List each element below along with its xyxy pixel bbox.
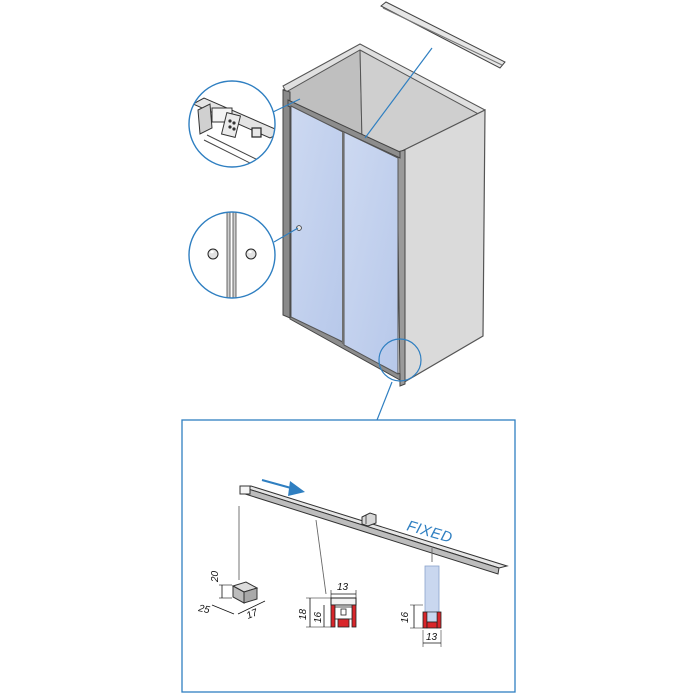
dim-25: 25 bbox=[196, 603, 211, 616]
door-knob-icon bbox=[296, 225, 302, 231]
dim-16-right: 16 bbox=[400, 611, 411, 623]
slide-direction-arrow bbox=[261, 479, 305, 496]
dim-20: 20 bbox=[210, 570, 221, 583]
dim-16-left: 16 bbox=[313, 611, 324, 623]
top-rail-profile bbox=[380, 1, 506, 69]
dim-17: 17 bbox=[245, 607, 260, 622]
corner-bracket-detail bbox=[188, 80, 276, 168]
door-knob-detail bbox=[188, 211, 276, 299]
dim-13-top: 13 bbox=[337, 582, 349, 593]
end-stop-block bbox=[211, 581, 266, 615]
glass-seal-cross-section bbox=[410, 565, 442, 647]
dim-13-bottom: 13 bbox=[426, 632, 438, 643]
shower-enclosure bbox=[282, 43, 486, 387]
glass-panel-right bbox=[343, 131, 399, 375]
bottom-guide-detail: FIXED 20 25 17 bbox=[181, 419, 516, 693]
glass-panel-left bbox=[290, 105, 344, 343]
bottom-guide-marker bbox=[378, 338, 422, 382]
dim-18: 18 bbox=[298, 608, 309, 620]
leader-lines bbox=[272, 47, 433, 421]
seal-profile-cross-section bbox=[306, 590, 357, 628]
